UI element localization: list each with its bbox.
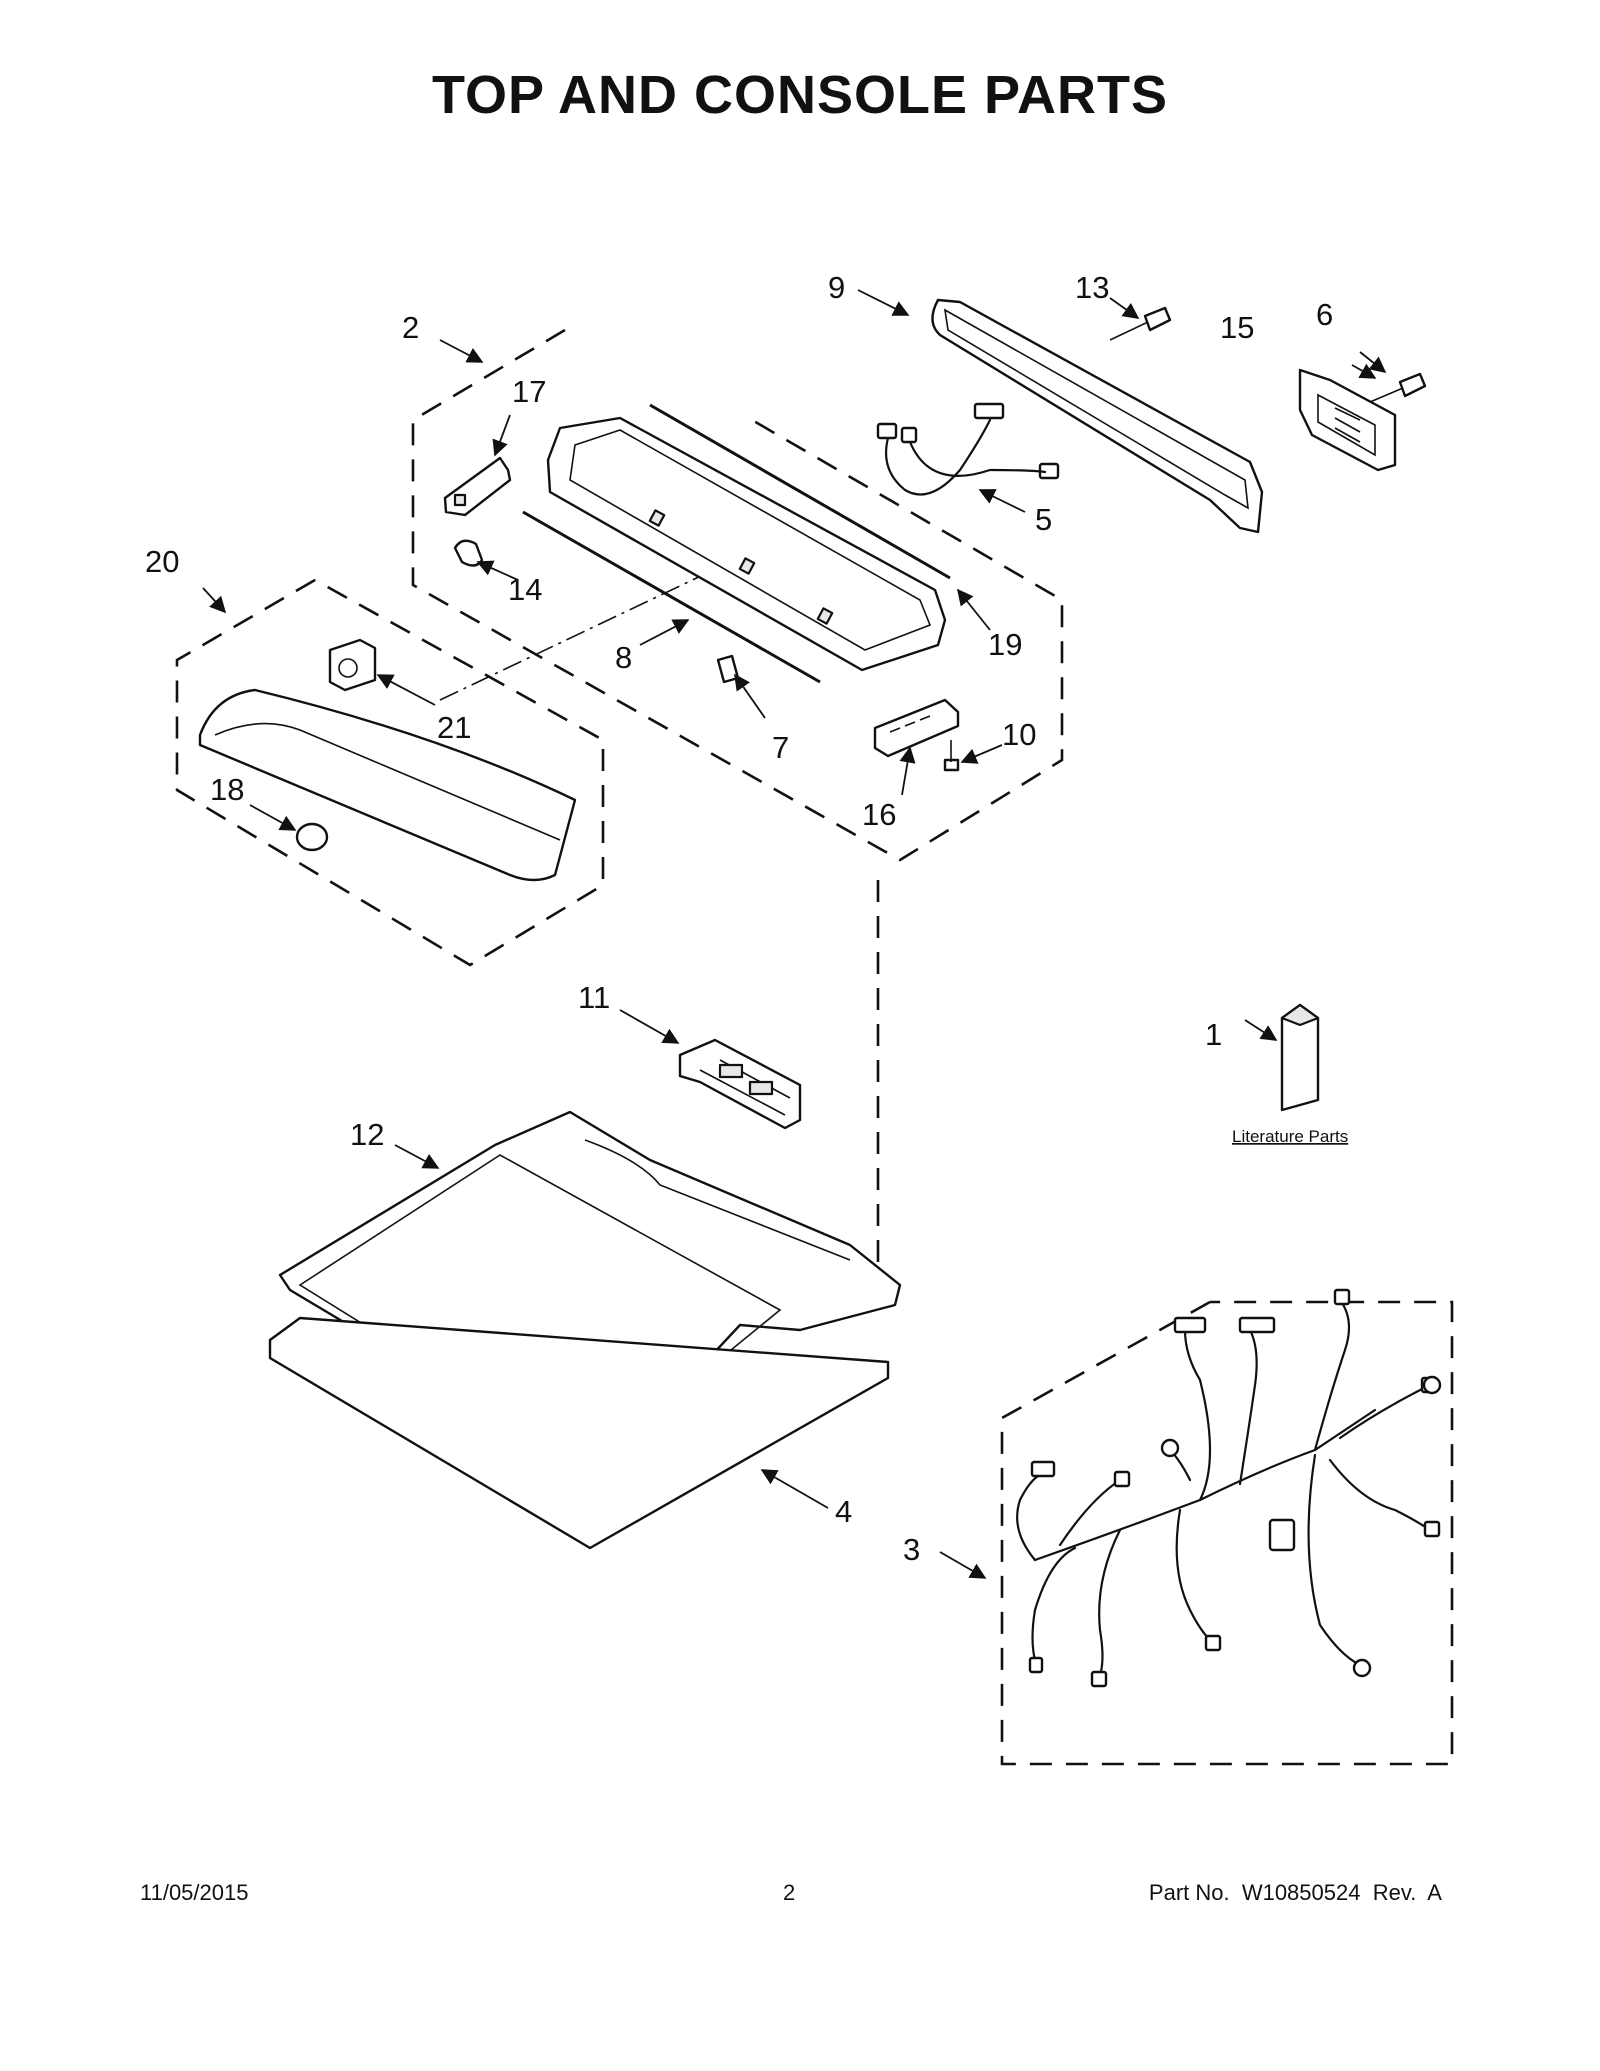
footer-page-number: 2 [783,1880,796,1905]
console-housing[interactable] [546,416,947,672]
console-group-boundary [411,328,1064,862]
footer-date: 11/05/2015 [140,1880,249,1905]
callout-7: 7 [772,730,789,765]
console-clip-7[interactable] [716,654,740,684]
callout-9: 9 [828,270,845,305]
mounting-bracket-plate[interactable] [1298,368,1397,472]
console-bracket-16[interactable] [873,698,960,758]
top-panel-gasket[interactable] [268,1316,890,1550]
callout-15: 15 [1220,310,1254,345]
control-panel-group-boundary [175,578,605,967]
console-back-cover[interactable] [931,298,1264,534]
callout-20: 20 [145,544,179,579]
control-knob-ring[interactable] [295,822,329,852]
callout-11: 11 [578,980,610,1015]
literature-parts-label: Literature Parts [1232,1127,1348,1146]
callout-10: 10 [1002,717,1036,752]
page-title: TOP AND CONSOLE PARTS [431,65,1169,125]
electronic-control-board[interactable] [678,1038,802,1130]
screw-6[interactable] [1369,372,1427,403]
callout-19: 19 [988,627,1022,662]
trim-strip-upper[interactable] [649,403,951,580]
callout-17: 17 [512,374,546,409]
callout-numbers: 1 2 3 4 5 6 7 8 9 10 11 12 13 14 15 16 1… [145,270,1333,1567]
literature-booklet[interactable] [1280,1003,1320,1112]
callout-14: 14 [508,572,542,607]
main-wire-harness[interactable] [1016,1288,1442,1688]
alignment-centerline [439,554,746,701]
callout-13: 13 [1075,270,1109,305]
callout-2: 2 [402,310,419,345]
callout-1: 1 [1205,1017,1222,1052]
footer-part-number: Part No. W10850524 Rev. A [1148,1880,1442,1905]
callout-leaders [202,289,1387,1579]
control-encoder[interactable] [328,638,377,692]
callout-21: 21 [437,710,471,745]
callout-3: 3 [903,1532,920,1567]
callout-6: 6 [1316,297,1333,332]
wire-harness-group-boundary [1000,1300,1454,1766]
callout-18: 18 [210,772,244,807]
screw-10[interactable] [943,740,960,772]
screw-13[interactable] [1109,306,1172,341]
control-panel[interactable] [198,688,577,882]
callout-4: 4 [835,1494,852,1529]
console-wire-harness[interactable] [876,402,1060,496]
console-clip-17[interactable] [443,456,512,517]
callout-5: 5 [1035,502,1052,537]
callout-16: 16 [862,797,896,832]
console-clip-14[interactable] [453,539,484,567]
callout-12: 12 [350,1117,384,1152]
trim-strip-lower[interactable] [522,510,821,684]
callout-8: 8 [615,640,632,675]
